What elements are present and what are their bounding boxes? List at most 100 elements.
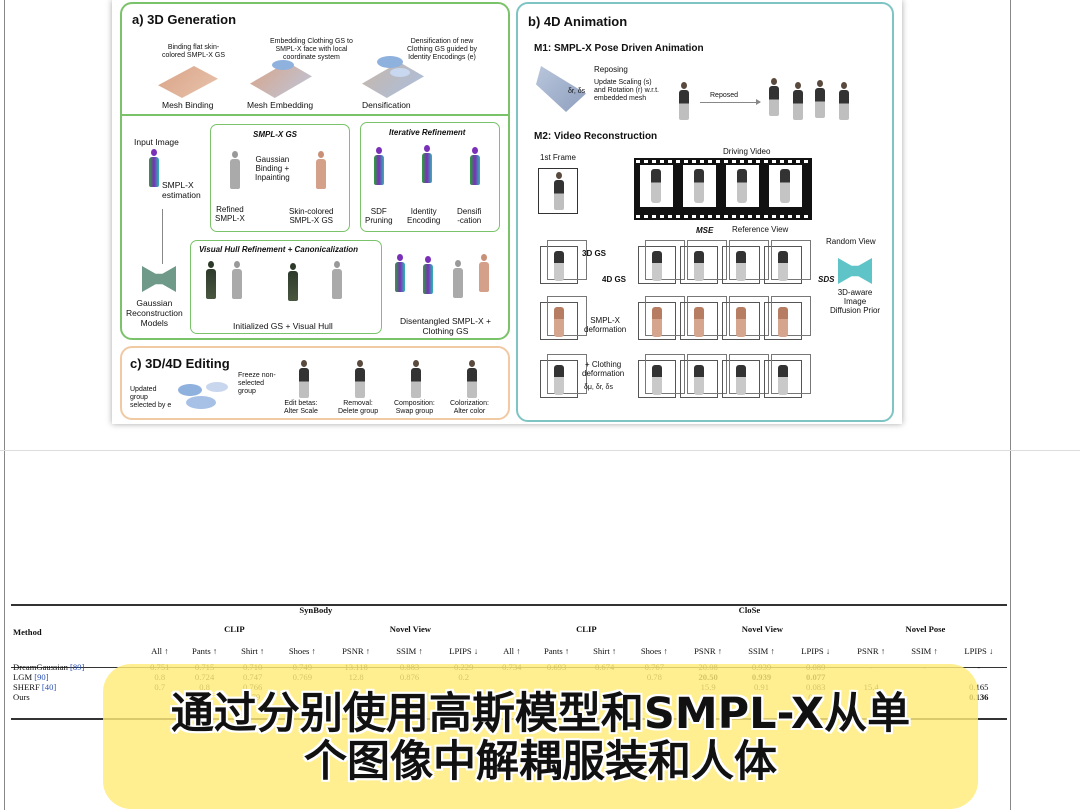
citation-link[interactable]: [89] (70, 662, 85, 672)
smplx-gs-box: SMPL-X GS Gaussian Binding + Inpainting … (210, 124, 350, 232)
column-header: Shoes ↑ (640, 646, 668, 656)
update-label: Update Scaling (s) and Rotation (r) w.r.… (594, 79, 659, 102)
input-person-image (148, 149, 162, 193)
column-header: SSIM ↑ (748, 646, 775, 656)
panel-b-title: b) 4D Animation (528, 14, 628, 29)
panel-3d-generation: a) 3D Generation Binding flat skin- colo… (120, 2, 510, 340)
method-cell: DreamGaussian [89] (11, 662, 140, 672)
column-header: Shirt ↑ (241, 646, 265, 656)
iter-title: Iterative Refinement (389, 128, 466, 137)
value-cell: 0.165 (969, 682, 989, 692)
caption-line-1: 通过分别使用高斯模型和SMPL-X从单 (170, 689, 911, 739)
visual-hull-box: Visual Hull Refinement + Canonicalizatio… (190, 240, 382, 334)
value-cell: - (977, 662, 981, 672)
gaussian-recon-icon (142, 266, 176, 292)
column-header: All ↑ (151, 646, 169, 656)
step-mesh-embedding: Mesh Embedding (247, 100, 314, 110)
group-close: CloSe (738, 605, 761, 615)
delta-label: δr, δs (568, 88, 586, 95)
subgroup-clip-2: CLIP (576, 624, 597, 634)
cloth-delta-label: δμ, δr, δs (584, 384, 613, 391)
sds-label: SDS (818, 275, 835, 284)
refined-smplx-label: Refined SMPL-X (215, 205, 245, 223)
column-header: PSNR ↑ (857, 646, 886, 656)
value-cell: 0.136 (969, 692, 989, 702)
gaussian-recon-label: Gaussian Reconstruction Models (126, 298, 183, 328)
method-figure: a) 3D Generation Binding flat skin- colo… (112, 0, 902, 424)
method-header: Method (13, 627, 42, 637)
panel-c-title: c) 3D/4D Editing (130, 356, 230, 371)
random-view-label: Random View (826, 237, 876, 246)
step-densification: Densification (362, 100, 411, 110)
m1-title: M1: SMPL-X Pose Driven Animation (534, 43, 704, 54)
method-name: SHERF (13, 682, 40, 692)
reposed-label: Reposed (710, 92, 739, 99)
citation-link[interactable]: [90] (34, 672, 49, 682)
driving-video-label: Driving Video (723, 147, 771, 156)
subgroup-clip-1: CLIP (224, 624, 245, 634)
panel-4d-animation: b) 4D Animation M1: SMPL-X Pose Driven A… (516, 2, 894, 422)
method-cell: LGM [90] (11, 672, 140, 682)
panel-editing: c) 3D/4D Editing Updated group selected … (120, 346, 510, 420)
step-mesh-binding: Mesh Binding (162, 100, 214, 110)
subgroup-np: Novel Pose (905, 624, 946, 634)
skin-colored-label: Skin-colored SMPL-X GS (289, 207, 334, 225)
column-header: Shoes ↑ (288, 646, 316, 656)
note-embedding: Embedding Clothing GS to SMPL-X face wit… (270, 38, 353, 61)
disentangled-label: Disentangled SMPL-X + Clothing GS (400, 316, 491, 336)
iterative-refinement-box: Iterative Refinement SDF Pruning Identit… (360, 122, 500, 232)
column-header: LPIPS ↓ (964, 646, 994, 656)
prior-label: 3D-aware Image Diffusion Prior (830, 288, 881, 315)
edit-scale-label: Edit betas: Alter Scale (284, 400, 318, 415)
column-header: SSIM ↑ (911, 646, 938, 656)
edit-composition-label: Composition: Swap group (394, 400, 435, 415)
column-header: Pants ↑ (544, 646, 570, 656)
column-header: PSNR ↑ (342, 646, 371, 656)
column-header: Pants ↑ (192, 646, 218, 656)
subgroup-nv-1: Novel View (389, 624, 431, 634)
freeze-label: Freeze non- selected group (238, 372, 276, 395)
note-densification: Densification of new Clothing GS guided … (407, 38, 478, 61)
note-binding: Binding flat skin- colored SMPL-X GS (162, 44, 226, 59)
init-gs-label: Initialized GS + Visual Hull (233, 321, 333, 331)
mesh-binding-image (158, 66, 218, 98)
reposing-label: Reposing (594, 65, 628, 74)
refined-smplx-image (229, 151, 241, 191)
smplx-estimation-label: SMPL-X estimation (162, 180, 201, 200)
densif-label: Densifi -cation (457, 207, 482, 225)
subgroup-nv-2: Novel View (741, 624, 783, 634)
4d-gs-label: 4D GS (602, 275, 627, 284)
updated-group-label: Updated group selected by e (130, 386, 172, 409)
method-cell: SHERF [40] (11, 682, 140, 692)
first-frame-label: 1st Frame (540, 153, 577, 162)
column-header: Shirt ↑ (593, 646, 617, 656)
gaussian-binding-label: Gaussian Binding + Inpainting (255, 155, 290, 182)
method-name: LGM (13, 672, 33, 682)
smplx-deformation-label: SMPL-X deformation (584, 316, 627, 334)
reference-view-label: Reference View (732, 225, 789, 234)
group-synbody: SynBody (299, 605, 333, 615)
identity-label: Identity Encoding (407, 207, 441, 225)
input-image-label: Input Image (134, 137, 179, 147)
method-cell: Ours (11, 692, 140, 702)
edit-color-label: Colorization: Alter color (450, 400, 489, 415)
column-header: LPIPS ↓ (449, 646, 479, 656)
sdf-label: SDF Pruning (365, 207, 393, 225)
method-name: Ours (13, 692, 30, 702)
column-header: SSIM ↑ (396, 646, 423, 656)
column-header: PSNR ↑ (694, 646, 723, 656)
caption-line-2: 个图像中解耦服装和人体 (304, 737, 777, 787)
vh-title: Visual Hull Refinement + Canonicalizatio… (199, 245, 359, 254)
citation-link[interactable]: [40] (41, 682, 57, 692)
mse-label: MSE (696, 226, 714, 235)
edit-removal-label: Removal: Delete group (338, 400, 379, 415)
method-name: DreamGaussian (13, 662, 68, 672)
column-header: All ↑ (503, 646, 521, 656)
driving-video-filmstrip (634, 158, 812, 220)
diffusion-prior-icon (838, 258, 872, 284)
m2-title: M2: Video Reconstruction (534, 131, 658, 142)
3d-gs-label: 3D GS (582, 249, 607, 258)
panel-a-title: a) 3D Generation (132, 12, 237, 27)
column-header: LPIPS ↓ (801, 646, 831, 656)
